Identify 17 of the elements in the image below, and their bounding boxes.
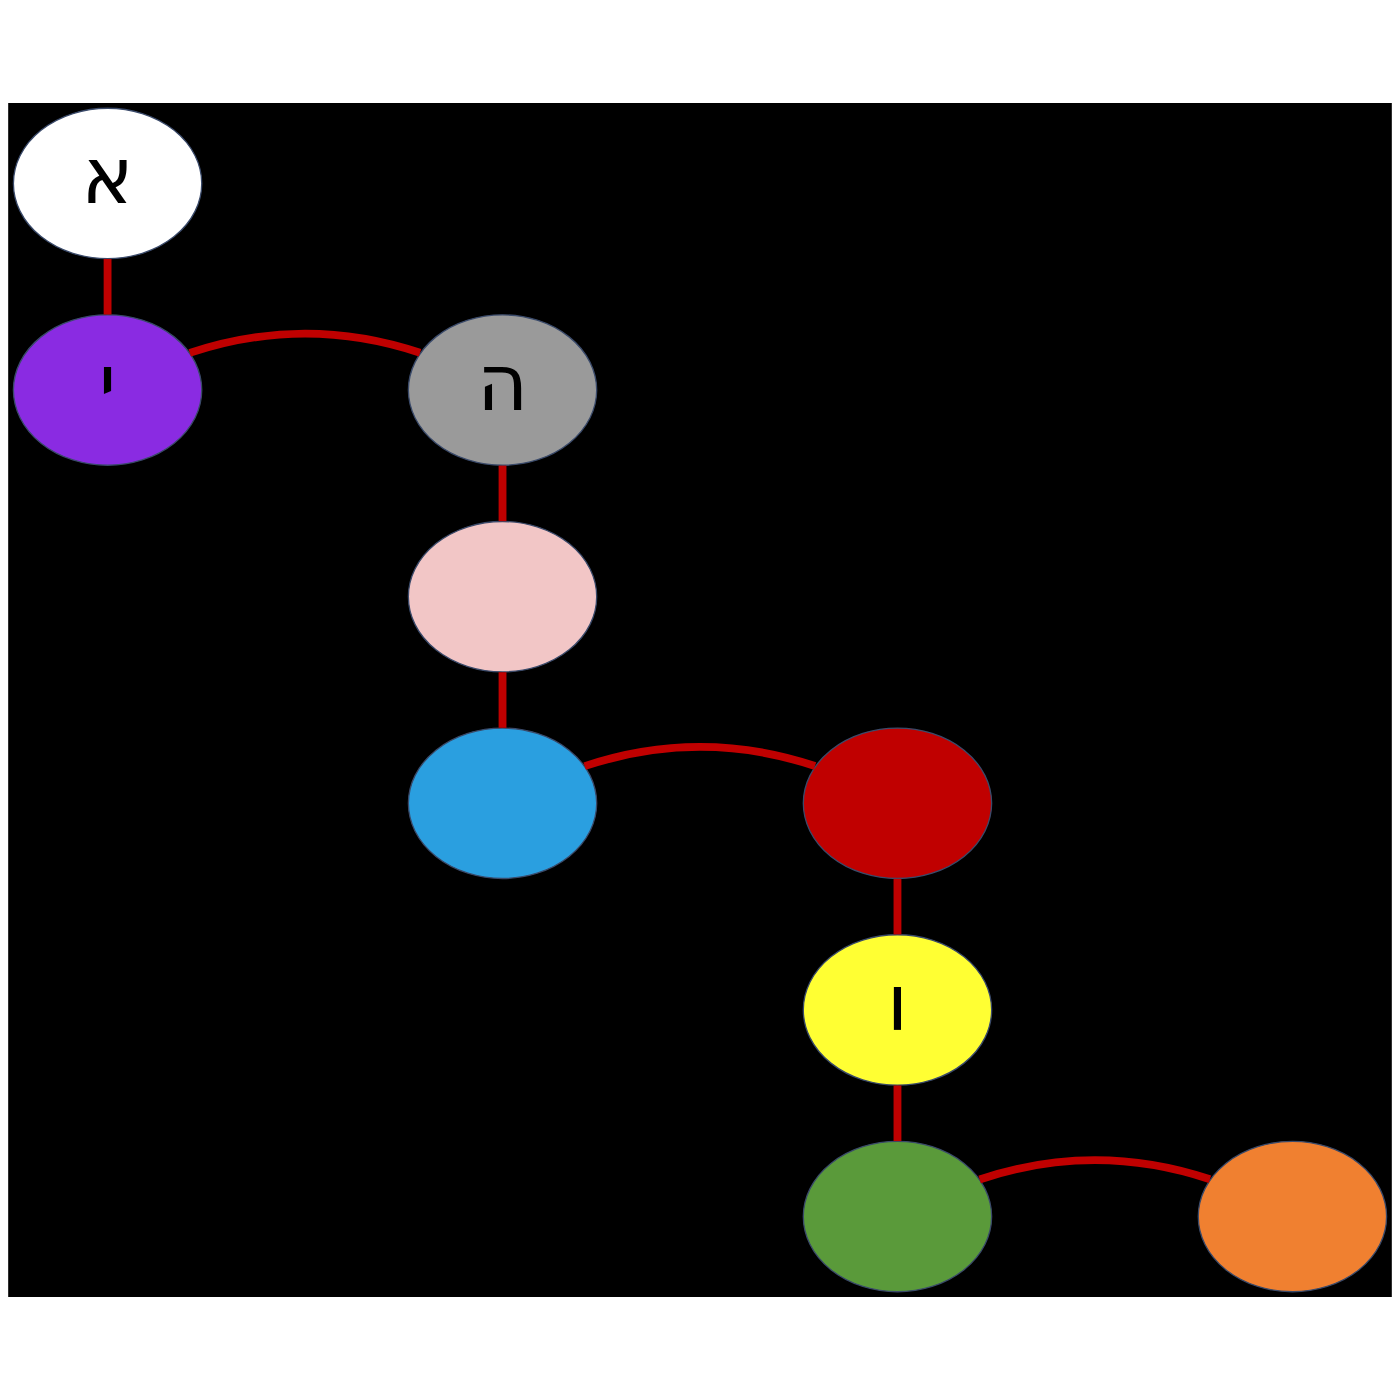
node-circle bbox=[802, 1140, 993, 1293]
connector bbox=[498, 465, 507, 522]
connector bbox=[893, 1085, 902, 1142]
connector bbox=[893, 878, 902, 935]
node-ellipse: א bbox=[12, 107, 203, 260]
node-circle bbox=[802, 727, 993, 880]
node-ellipse: י bbox=[12, 314, 203, 466]
connector bbox=[103, 258, 112, 315]
node-circle bbox=[407, 727, 598, 880]
node-ellipse: ו bbox=[802, 934, 993, 1086]
connector bbox=[498, 672, 507, 728]
node-ellipse: ה bbox=[407, 314, 598, 466]
connector bbox=[583, 743, 817, 770]
connector bbox=[978, 1156, 1212, 1184]
node-circle bbox=[1197, 1140, 1388, 1293]
node-circle bbox=[407, 520, 598, 673]
connector bbox=[188, 329, 422, 357]
